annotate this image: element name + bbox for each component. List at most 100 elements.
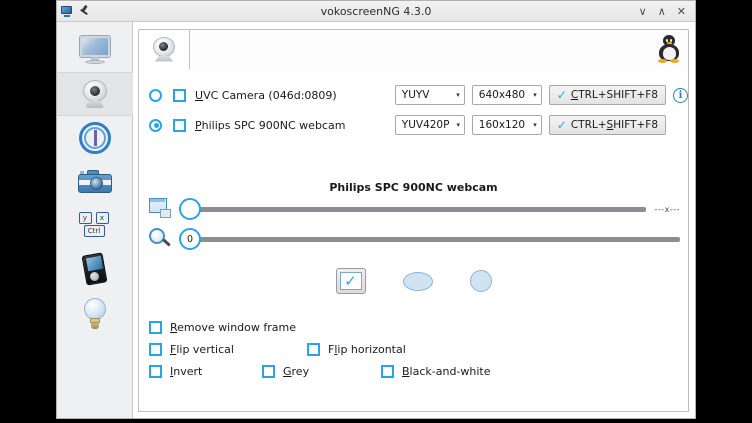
device-radio[interactable] — [149, 118, 162, 132]
bulb-icon — [82, 298, 108, 330]
options-row: Invert Grey Black-and-white — [149, 360, 688, 382]
label-rest: emove window frame — [177, 320, 296, 334]
preview-device-title: Philips SPC 900NC webcam — [329, 181, 498, 194]
webcam-icon — [149, 36, 179, 63]
flip-vertical-checkbox[interactable] — [149, 342, 162, 356]
size-slider-end-label: ---x--- — [654, 204, 680, 214]
zoom-slider-row: 0 — [139, 224, 688, 254]
sidebar-item-audio[interactable] — [57, 116, 133, 160]
zoom-slider-handle[interactable]: 0 — [179, 228, 201, 250]
maximize-icon[interactable]: ∧ — [657, 4, 666, 18]
minimize-icon[interactable]: ∨ — [638, 4, 647, 18]
remove-window-frame-label: Remove window frame — [170, 320, 296, 334]
window-title: vokoscreenNG 4.3.0 — [320, 4, 432, 18]
invert-checkbox[interactable] — [149, 364, 162, 378]
remove-window-frame-checkbox[interactable] — [149, 320, 162, 334]
device-checkbox[interactable] — [173, 88, 186, 102]
shortcut-label: CTRL+SHIFT+F8 — [570, 89, 658, 101]
sidebar-item-tips[interactable] — [57, 292, 133, 336]
format-value: YUV420P — [401, 119, 450, 131]
label-rest: ip horizontal — [337, 342, 406, 356]
grey-label: Grey — [283, 364, 310, 378]
flip-horizontal-checkbox[interactable] — [307, 342, 320, 356]
sidebar-item-snapshot[interactable] — [57, 160, 133, 204]
monitor-icon — [79, 36, 111, 64]
content-area: UVC Camera (046d:0809) YUYV ▾ 640x480 ▾ … — [133, 22, 695, 418]
snapshot-icon — [77, 169, 112, 195]
chevron-down-icon: ▾ — [456, 121, 460, 129]
flip-horizontal-option[interactable]: Flip horizontal — [307, 342, 406, 356]
device-row: Philips SPC 900NC webcam YUV420P ▾ 160x1… — [139, 113, 688, 137]
label-rest: rey — [291, 364, 310, 378]
resolution-select[interactable]: 160x120 ▾ — [471, 115, 542, 135]
shortcut-label: CTRL+SHIFT+F8 — [570, 119, 658, 131]
format-select[interactable]: YUYV ▾ — [394, 85, 465, 105]
info-icon[interactable]: i — [673, 87, 688, 103]
tab-strip-filler — [190, 29, 689, 69]
chevron-down-icon: ▾ — [533, 91, 537, 99]
ellipse-shape-button[interactable] — [402, 271, 433, 291]
black-and-white-checkbox[interactable] — [381, 364, 394, 378]
chevron-down-icon: ▾ — [456, 91, 460, 99]
invert-option[interactable]: Invert — [149, 364, 262, 378]
rect-shape-inner: ✓ — [339, 271, 362, 290]
black-and-white-option[interactable]: Black-and-white — [381, 364, 491, 378]
title-bar-left — [57, 5, 91, 18]
grey-checkbox[interactable] — [262, 364, 275, 378]
application-window: vokoscreenNG 4.3.0 ∨ ∧ ✕ — [56, 0, 696, 419]
resolution-value: 640x480 — [478, 89, 526, 101]
tux-penguin-logo — [656, 34, 682, 65]
vokoscreen-app-icon[interactable] — [61, 5, 74, 18]
close-icon[interactable]: ✕ — [676, 4, 686, 18]
tab-camera[interactable] — [138, 29, 190, 69]
device-row: UVC Camera (046d:0809) YUYV ▾ 640x480 ▾ … — [139, 83, 688, 107]
options-row: Flip vertical Flip horizontal — [149, 338, 688, 360]
options-row: Remove window frame — [149, 316, 688, 338]
zoom-slider-track[interactable] — [199, 236, 680, 242]
camera-panel: UVC Camera (046d:0809) YUYV ▾ 640x480 ▾ … — [138, 69, 689, 412]
player-icon — [81, 252, 109, 286]
title-bar: vokoscreenNG 4.3.0 ∨ ∧ ✕ — [57, 1, 695, 22]
chevron-down-icon: ▾ — [533, 121, 537, 129]
size-slider-handle[interactable] — [179, 198, 201, 220]
invert-label: Invert — [170, 364, 203, 378]
flip-horizontal-label: Flip horizontal — [328, 342, 406, 356]
format-value: YUYV — [401, 89, 430, 101]
resolution-value: 160x120 — [478, 119, 526, 131]
options-group: Remove window frame Flip vertical Flip h… — [139, 316, 688, 382]
sidebar-item-camera[interactable] — [56, 72, 133, 116]
flip-vertical-option[interactable]: Flip vertical — [149, 342, 307, 356]
tab-strip — [138, 28, 689, 69]
label-rest: lack-and-white — [409, 364, 491, 378]
device-label-text: hilips SPC 900NC webcam — [201, 118, 346, 132]
remove-window-frame-option[interactable]: Remove window frame — [149, 320, 296, 334]
device-label-text: VC Camera (046d:0809) — [203, 88, 337, 102]
grey-option[interactable]: Grey — [262, 364, 381, 378]
sidebar-item-player[interactable] — [57, 248, 133, 292]
device-label: UVC Camera (046d:0809) — [195, 88, 337, 102]
rect-shape-button[interactable]: ✓ — [335, 268, 366, 294]
size-slider-track[interactable] — [199, 206, 647, 212]
shape-buttons: ✓ — [139, 268, 688, 294]
device-label: Philips SPC 900NC webcam — [195, 118, 346, 132]
format-select[interactable]: YUV420P ▾ — [394, 115, 465, 135]
resize-icon — [147, 198, 175, 220]
shortcut-button[interactable]: ✓ CTRL+SHIFT+F8 — [548, 115, 666, 135]
check-icon: ✓ — [344, 271, 357, 290]
sidebar-item-screen[interactable] — [57, 28, 133, 72]
check-icon: ✓ — [556, 118, 567, 132]
device-checkbox[interactable] — [173, 118, 186, 132]
black-and-white-label: Black-and-white — [402, 364, 491, 378]
flip-vertical-label: Flip vertical — [170, 342, 234, 356]
size-slider-row: ---x--- — [139, 194, 688, 224]
label-rest: nvert — [173, 364, 203, 378]
shortcut-button[interactable]: ✓ CTRL+SHIFT+F8 — [548, 85, 666, 105]
device-radio[interactable] — [149, 88, 162, 102]
label-rest: lip vertical — [176, 342, 234, 356]
circle-shape-button[interactable] — [469, 270, 492, 292]
resolution-select[interactable]: 640x480 ▾ — [471, 85, 542, 105]
check-icon: ✓ — [556, 88, 567, 102]
